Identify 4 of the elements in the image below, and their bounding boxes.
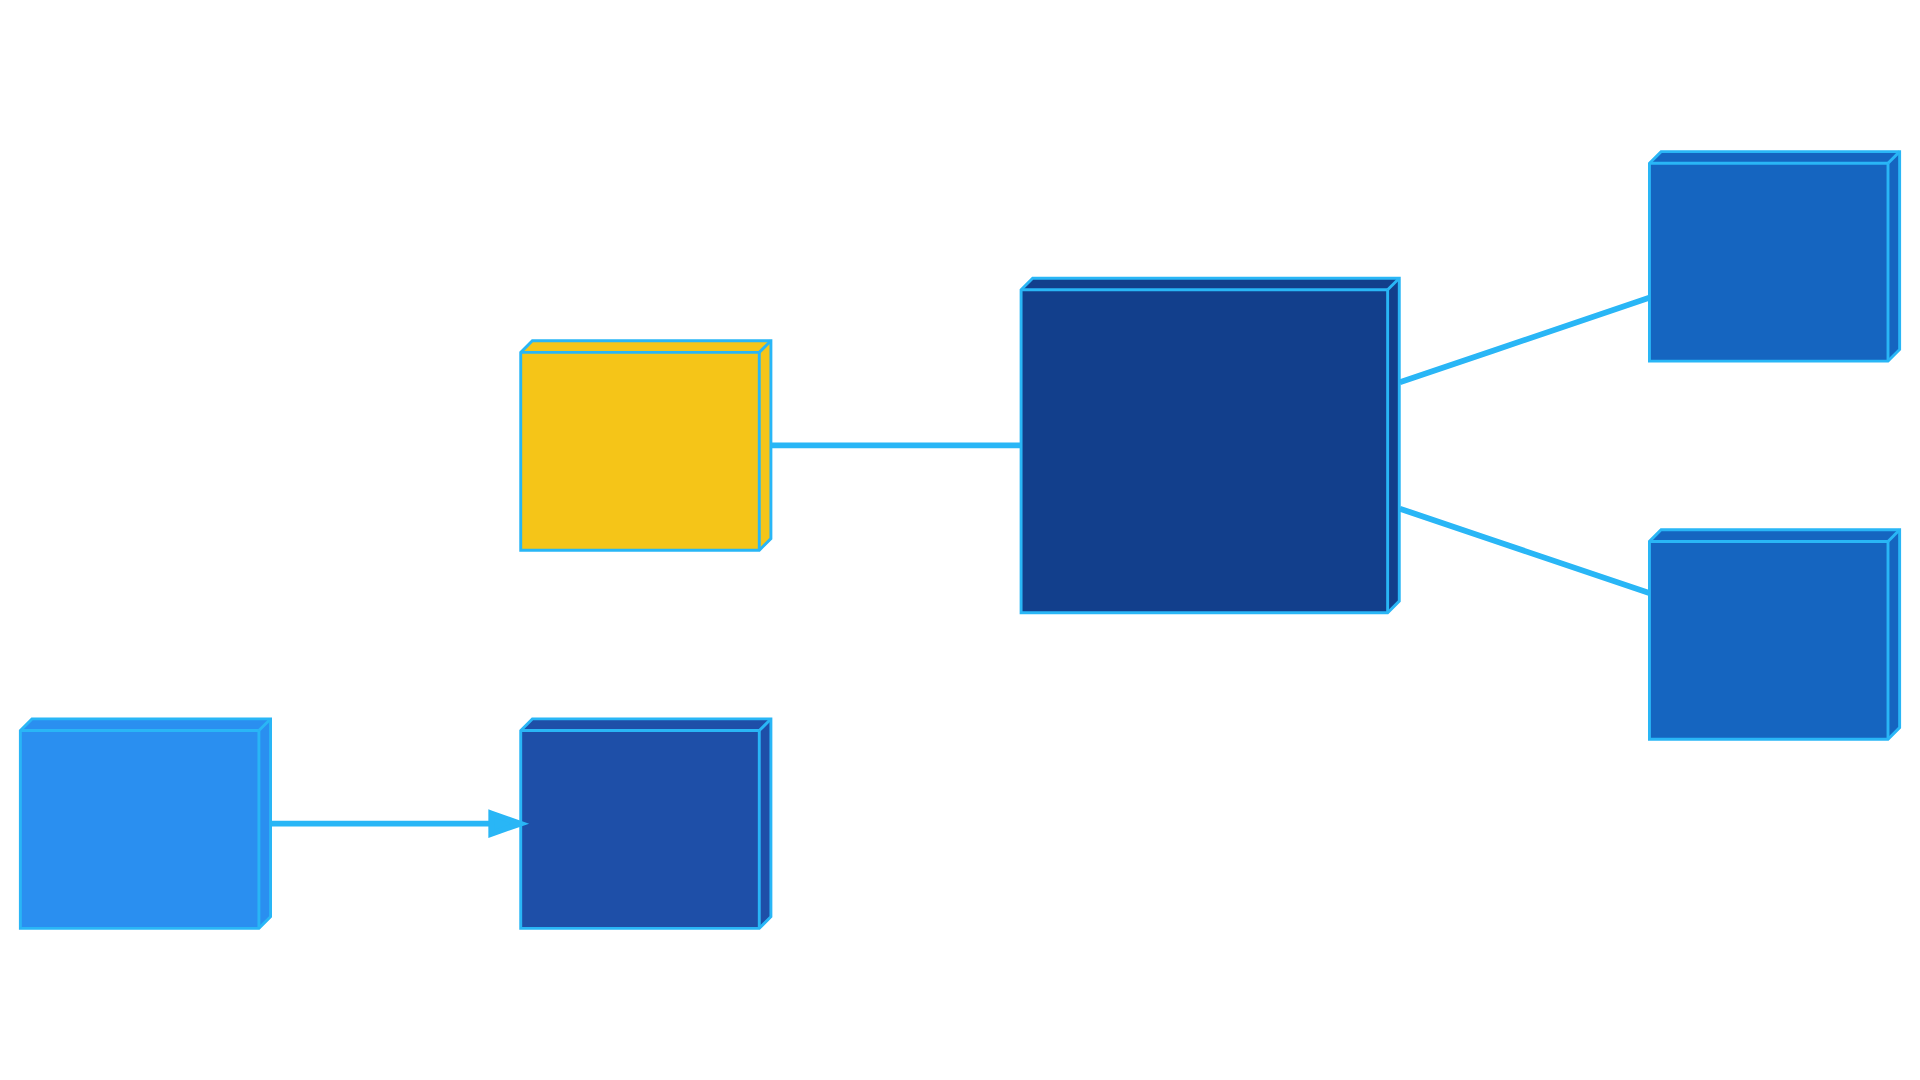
- connector: [1398, 505, 1651, 596]
- arrow: [270, 809, 530, 838]
- connector: [1398, 295, 1651, 385]
- connector: [771, 442, 1021, 449]
